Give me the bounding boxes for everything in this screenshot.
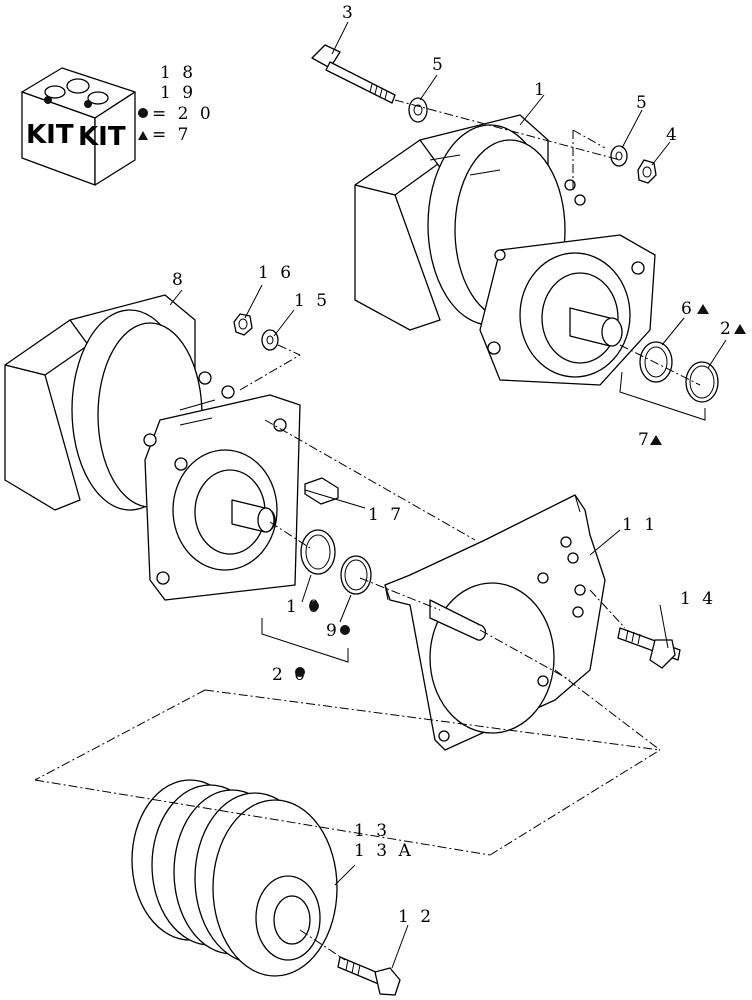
pump-1 xyxy=(354,114,656,386)
callout-10: 1 0 xyxy=(286,597,322,617)
dot-symbol-icon xyxy=(138,108,148,118)
dot-20-icon xyxy=(295,667,305,677)
snap-ring-2 xyxy=(685,361,719,403)
callout-15: 1 5 xyxy=(294,291,330,311)
washer-15 xyxy=(261,329,279,351)
callout-13: 1 3 xyxy=(354,821,390,841)
washer-5-right xyxy=(610,145,628,167)
callout-12: 1 2 xyxy=(398,907,434,927)
bracket-11 xyxy=(384,494,606,751)
kit-box-icon: KIT KIT xyxy=(21,67,136,186)
triangle-symbol-icon xyxy=(138,131,148,140)
nut-4 xyxy=(637,159,657,184)
kit-legend-line-19: 1 9 xyxy=(160,83,196,103)
dot-9-icon xyxy=(340,625,350,635)
bolt-14 xyxy=(617,627,681,669)
triangle-2-icon xyxy=(734,324,746,334)
callout-5-left: 5 xyxy=(432,55,446,75)
dot-10-icon xyxy=(309,601,319,611)
callout-7: 7 xyxy=(638,430,652,450)
pump-8 xyxy=(4,294,301,601)
callout-11: 1 1 xyxy=(622,515,658,535)
callout-14: 1 4 xyxy=(680,589,716,609)
bolt-3 xyxy=(311,44,396,104)
triangle-6-icon xyxy=(697,304,709,314)
callout-9: 9 xyxy=(326,621,340,641)
pulley-13 xyxy=(131,779,338,977)
kit-label-right: KIT xyxy=(78,122,126,152)
kit-legend-line-20: = 2 0 xyxy=(152,104,214,124)
callout-2: 2 xyxy=(720,319,734,339)
snap-ring-9 xyxy=(340,555,372,595)
bolt-12 xyxy=(337,956,401,996)
nut-16 xyxy=(233,313,253,336)
kit-legend-line-7: = 7 xyxy=(152,125,191,145)
callout-3: 3 xyxy=(342,3,356,23)
callout-5-right: 5 xyxy=(636,93,650,113)
kit-legend-line-18: 1 8 xyxy=(160,63,196,83)
callout-13a: 1 3 A xyxy=(354,841,414,861)
callout-6: 6 xyxy=(681,299,695,319)
callout-4: 4 xyxy=(666,125,680,145)
callout-1: 1 xyxy=(534,80,548,100)
callout-17: 1 7 xyxy=(368,505,404,525)
kit-label-left: KIT xyxy=(26,120,74,150)
ring-10 xyxy=(300,529,336,575)
triangle-7-icon xyxy=(650,435,662,445)
callout-16: 1 6 xyxy=(258,263,294,283)
callout-8: 8 xyxy=(172,270,186,290)
washer-5 xyxy=(408,97,428,123)
